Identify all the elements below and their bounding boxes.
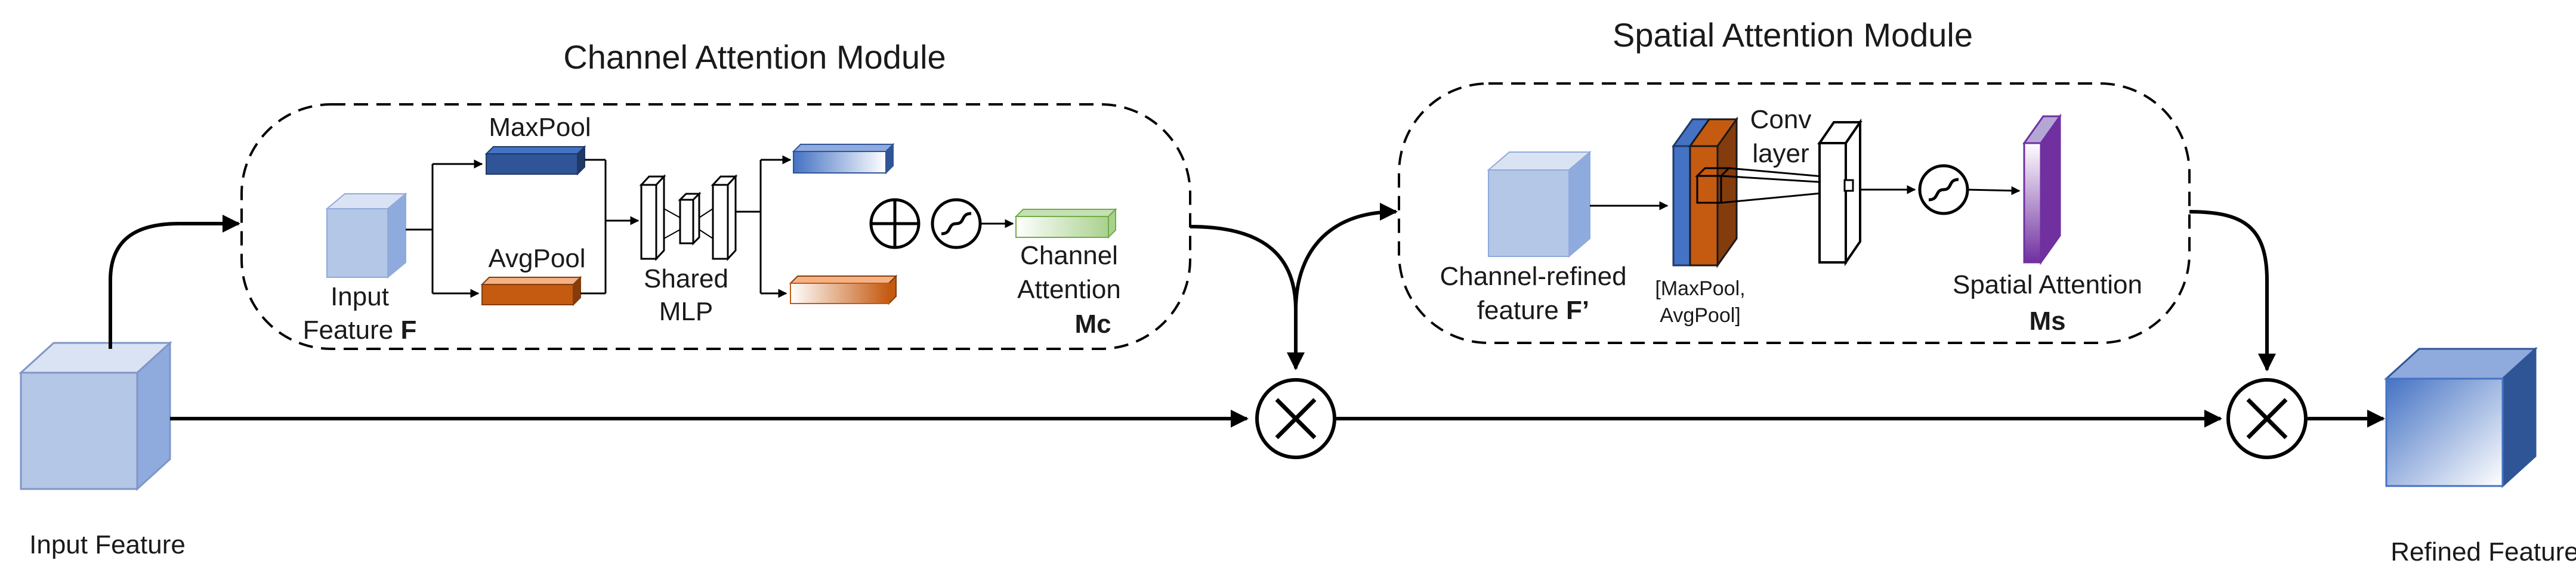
mlp-output-bar-max <box>792 143 895 175</box>
mlp-connector-3 <box>699 208 714 218</box>
maxpool-bar <box>484 145 586 176</box>
spatial-module-title: Spatial Attention Module <box>1613 16 1973 54</box>
sigmoid-icon-spatial <box>1918 164 1969 215</box>
channel-attention-bar <box>1014 208 1117 239</box>
mlp-output-bar-avg <box>789 274 898 305</box>
spatial-input-cube <box>1487 150 1592 258</box>
refined-feature-cube <box>2384 346 2538 488</box>
mlp-connector-1 <box>663 208 681 218</box>
channel-input-label-1: Input <box>331 282 389 311</box>
channel-attention-symbol: Mc <box>1074 309 1111 339</box>
multiply-node-1 <box>1255 378 1336 459</box>
maxpool-label: MaxPool <box>489 113 591 142</box>
sigmoid-to-ms <box>1967 186 2021 196</box>
spatial-module-boundary <box>1398 82 2191 344</box>
conv-label-2: layer <box>1752 139 1809 168</box>
sigmoid-icon-channel <box>931 198 982 249</box>
channel-attention-label-2: Attention <box>1017 275 1121 304</box>
input-feature-cube <box>18 341 172 491</box>
branch-into-channel-module <box>109 215 240 349</box>
input-feature-label: Input Feature <box>29 530 186 559</box>
spatial-to-mult2-curve <box>2189 210 2276 372</box>
mlp-connector-4 <box>699 229 714 239</box>
spatial-input-label-2: feature F’ <box>1477 296 1589 325</box>
spatial-attention-map <box>2022 113 2062 265</box>
mult1-to-spatial-curve <box>1294 203 1398 311</box>
spatial-attention-symbol: Ms <box>2029 307 2065 336</box>
spatial-attention-label: Spatial Attention <box>1953 270 2142 299</box>
avgpool-bar <box>480 276 582 307</box>
shared-mlp <box>639 174 738 261</box>
pooled-maps <box>1672 116 1738 268</box>
conv-output-map <box>1817 118 1862 267</box>
multiply-node-2 <box>2226 378 2308 459</box>
elementwise-sum-icon <box>869 198 921 249</box>
pool-label-1: [MaxPool, <box>1655 277 1745 300</box>
channel-module-title: Channel Attention Module <box>563 38 946 76</box>
conv-label-1: Conv <box>1750 105 1812 134</box>
channel-input-label-2: Feature F <box>303 315 417 345</box>
shared-mlp-label-1: Shared <box>644 264 728 293</box>
pool-label-2: AvgPool] <box>1660 304 1740 327</box>
mlp-connector-2 <box>663 229 681 239</box>
shared-mlp-label-2: MLP <box>659 297 713 326</box>
avgpool-label: AvgPool <box>488 244 585 273</box>
channel-to-mult1-curve <box>1190 225 1305 370</box>
channel-input-cube <box>325 192 407 279</box>
refined-feature-label: Refined Feature <box>2390 537 2576 567</box>
channel-attention-label-1: Channel <box>1020 241 1118 270</box>
spatial-input-label-1: Channel-refined <box>1440 262 1626 291</box>
